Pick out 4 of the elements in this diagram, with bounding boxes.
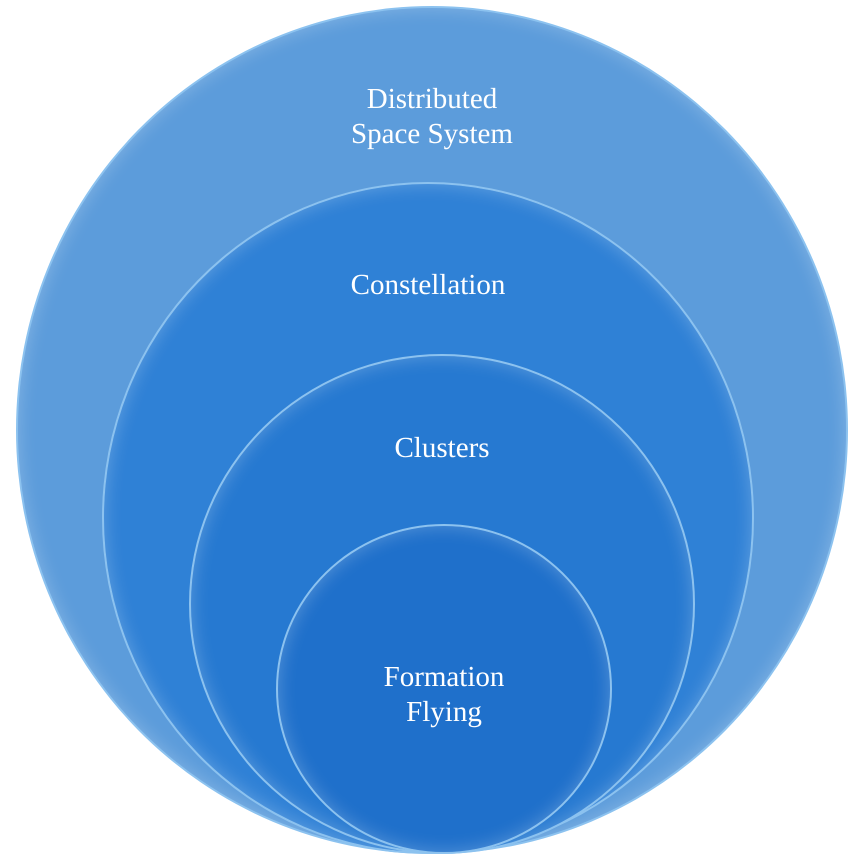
- circle-label: Formation Flying: [382, 660, 506, 730]
- circle-label: Constellation: [350, 268, 506, 303]
- circle-label: Distributed Space System: [350, 82, 514, 152]
- circle-label: Clusters: [393, 431, 491, 466]
